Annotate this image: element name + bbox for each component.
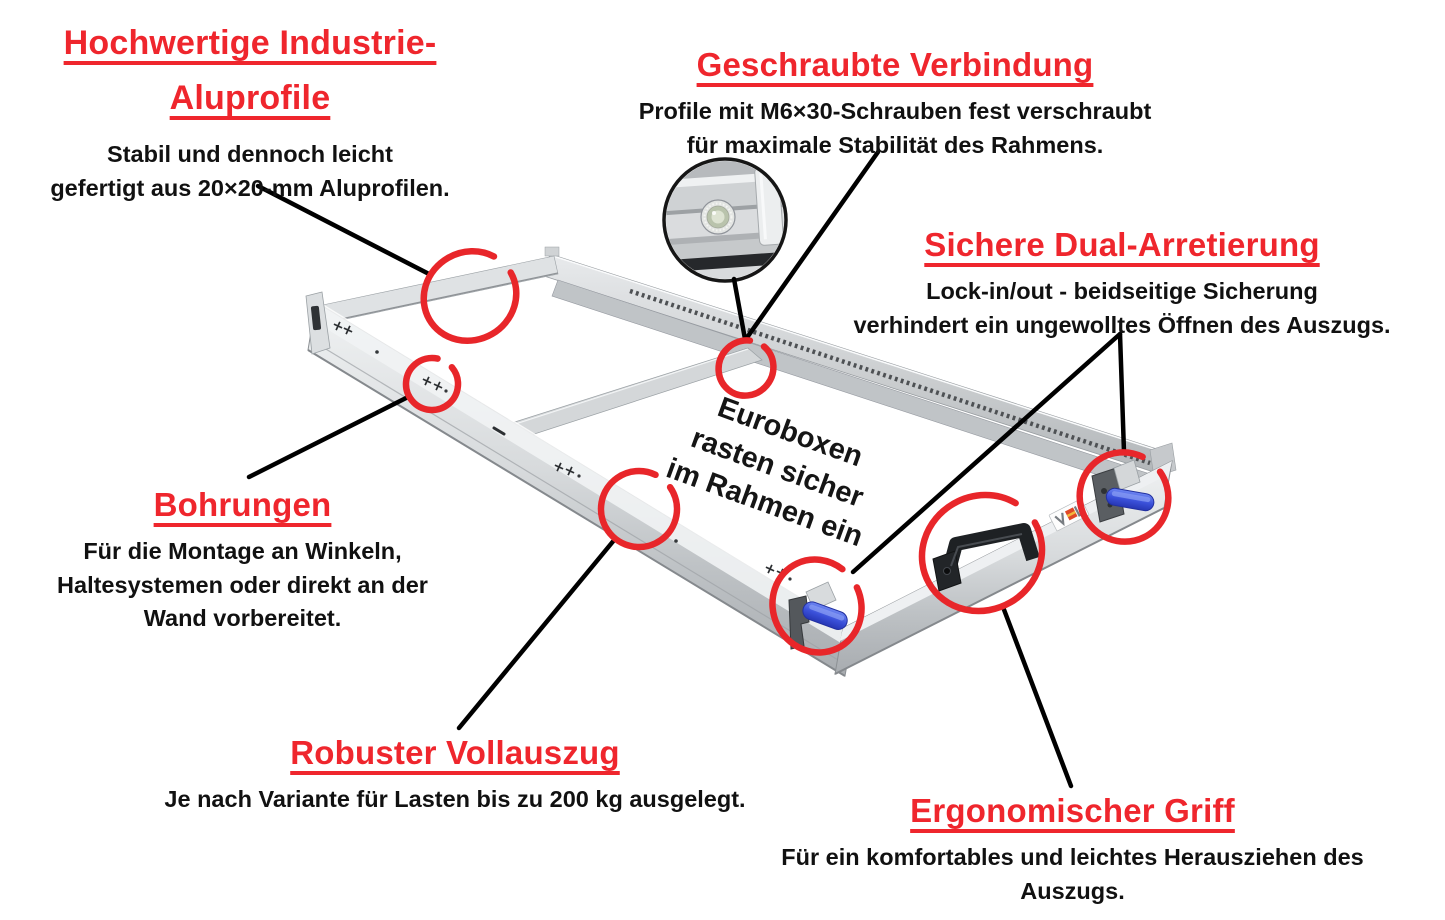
annotation-verbindung-body-1: Profile mit M6×30-Schrauben fest verschr… [638, 98, 1152, 125]
annotation-vollauszug: Robuster Vollauszug Je nach Variante für… [100, 732, 810, 817]
annotation-griff-body-2: Auszugs. [1020, 877, 1125, 904]
drill-marks [333, 321, 792, 581]
annotation-bohrungen-title: Bohrungen [153, 486, 332, 523]
annotation-arretierung: Sichere Dual-Arretierung Lock-in/out - b… [790, 224, 1445, 342]
annotation-bohrungen-body-3: Wand vorbereitet. [143, 605, 342, 632]
highlight-circles [402, 247, 1172, 656]
annotation-griff-title: Ergonomischer Griff [910, 792, 1235, 829]
annotation-bohrungen-body-2: Haltesystemen oder direkt an der [57, 571, 428, 598]
annotation-vollauszug-body-1: Je nach Variante für Lasten bis zu 200 k… [164, 786, 746, 813]
annotation-verbindung-title: Geschraubte Verbindung [696, 46, 1094, 83]
grab-handle [932, 523, 1040, 592]
annotation-vollauszug-title: Robuster Vollauszug [290, 734, 620, 771]
bearing-teeth [629, 288, 1151, 466]
annotation-aluprofile-title: Hochwertige Industrie- Aluprofile [63, 24, 437, 118]
annotation-griff-body-1: Für ein komfortables und leichtes Heraus… [781, 844, 1364, 871]
annotation-bohrungen: Bohrungen Für die Montage an Winkeln, Ha… [15, 484, 470, 636]
annotation-aluprofile-body-1: Stabil und dennoch leicht [107, 141, 393, 168]
annotation-aluprofile-body-2: gefertigt aus 20×20-mm Aluprofilen. [50, 174, 450, 201]
annotation-aluprofile: Hochwertige Industrie- Aluprofile Stabil… [8, 16, 492, 205]
annotation-arretierung-body-2: verhindert ein ungewolltes Öffnen des Au… [853, 311, 1391, 338]
annotation-griff: Ergonomischer Griff Für ein komfortables… [700, 790, 1445, 908]
screw-inset [662, 157, 788, 283]
annotation-bohrungen-body-1: Für die Montage an Winkeln, [83, 538, 402, 565]
lock-lever-left [788, 581, 848, 650]
lock-lever-right [1091, 459, 1155, 523]
connector-lines [246, 149, 1127, 789]
annotation-verbindung: Geschraubte Verbindung Profile mit M6×30… [580, 44, 1210, 162]
annotation-arretierung-body-1: Lock-in/out - beidseitige Sicherung [926, 278, 1318, 305]
annotation-arretierung-title: Sichere Dual-Arretierung [924, 226, 1320, 263]
annotation-verbindung-body-2: für maximale Stabilität des Rahmens. [686, 131, 1104, 158]
